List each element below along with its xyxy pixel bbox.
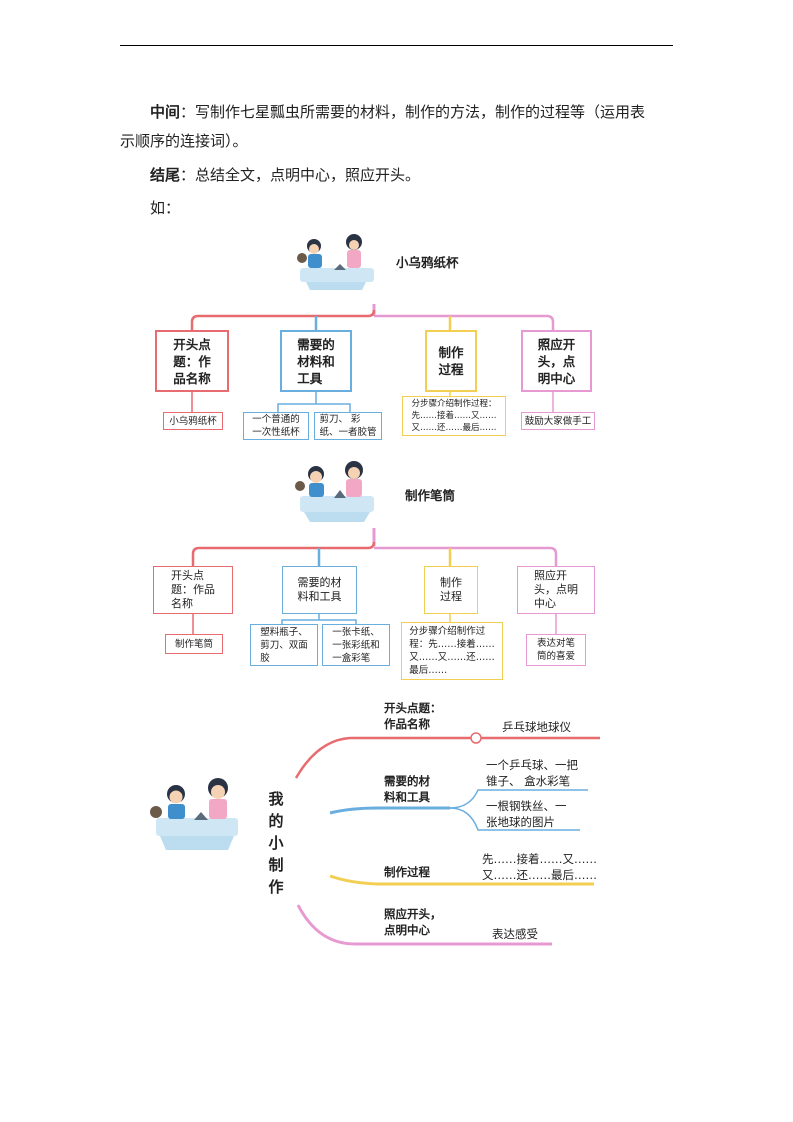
map1-box-process: 制作 过程	[425, 330, 477, 392]
map1-box-materials: 需要的 材料和 工具	[280, 330, 352, 392]
map3-leaf-opening: 乒乓球地球仪	[502, 720, 571, 734]
map3-center-2: 的	[268, 812, 284, 830]
map2-box-ending: 照应开 头，点明 中心	[517, 566, 595, 614]
map3-branch-ending: 照应开头， 点明中心	[384, 907, 442, 937]
map1-sub-opening: 小乌鸦纸杯	[163, 412, 223, 430]
middle-label: 中间	[150, 103, 181, 121]
map2-sub-opening: 制作笔筒	[165, 634, 223, 654]
map1-sub-material-1: 一个普通的 一次性纸杯	[243, 412, 309, 440]
map3-leaf-materials-2: 一根钢铁丝、一 张地球的图片	[486, 799, 567, 829]
map3-branch-process: 制作过程	[384, 865, 430, 879]
end-paragraph: 结尾：总结全文，点明中心，照应开头。	[150, 161, 420, 190]
map3-center-1: 我	[268, 790, 284, 808]
map3-leaf-materials-1: 一个乒乓球、一把 锥子、 盒水彩笔	[486, 758, 578, 788]
map1-box-opening: 开头点 题：作 品名称	[155, 330, 229, 392]
map3-center-4: 制	[268, 856, 284, 874]
middle-text: ：写制作七星瓢虫所需要的材料，制作的方法，制作的过程等（运用表	[180, 103, 646, 121]
middle-paragraph: 中间：写制作七星瓢虫所需要的材料，制作的方法，制作的过程等（运用表	[150, 98, 645, 127]
map2-box-opening: 开头点 题：作品 名称	[153, 566, 233, 614]
map1-illustration	[297, 234, 374, 290]
map3-center-5: 作	[268, 878, 284, 896]
map2-sub-ending: 表达对笔 筒的喜爱	[526, 634, 586, 666]
map2-sub-material-2: 一张卡纸、 一张彩纸和 一盒彩笔	[322, 624, 390, 666]
map3-leaf-process: 先……接着……又…… 又……还……最后……	[482, 852, 597, 882]
end-text: ：总结全文，点明中心，照应开头。	[180, 166, 421, 184]
map3-branch-materials: 需要的材 料和工具	[384, 774, 430, 804]
middle-paragraph-cont: 示顺序的连接词）。	[120, 132, 248, 150]
map1-title: 小乌鸦纸杯	[396, 255, 459, 270]
map3-branch-opening: 开头点题： 作品名称	[384, 701, 442, 731]
map2-box-process: 制作 过程	[424, 566, 478, 614]
map3-leaf-ending: 表达感受	[492, 927, 538, 941]
map2-title: 制作笔筒	[405, 488, 456, 503]
end-label: 结尾	[150, 166, 181, 184]
map2-box-materials: 需要的材 料和工具	[282, 566, 357, 614]
header-rule	[120, 45, 673, 46]
map1-box-ending: 照应开 头，点 明中心	[521, 330, 592, 392]
map3-illustration	[150, 778, 238, 850]
example-label: 如：	[150, 199, 181, 217]
map2-illustration	[295, 461, 374, 522]
map1-sub-ending: 鼓励大家做手工	[521, 412, 595, 430]
map1-sub-material-2: 剪刀、 彩 纸、一者胶管	[314, 412, 382, 440]
map3-center-3: 小	[268, 834, 284, 852]
map2-sub-material-1: 塑料瓶子、 剪刀、双面 胶	[250, 624, 318, 666]
map2-sub-process: 分步骤介绍制作过 程：先……接着…… 又……又……还…… 最后……	[401, 622, 503, 680]
map1-sub-process: 分步骤介绍制作过程： 先……接着……又…… 又……还……最后……	[402, 396, 506, 436]
